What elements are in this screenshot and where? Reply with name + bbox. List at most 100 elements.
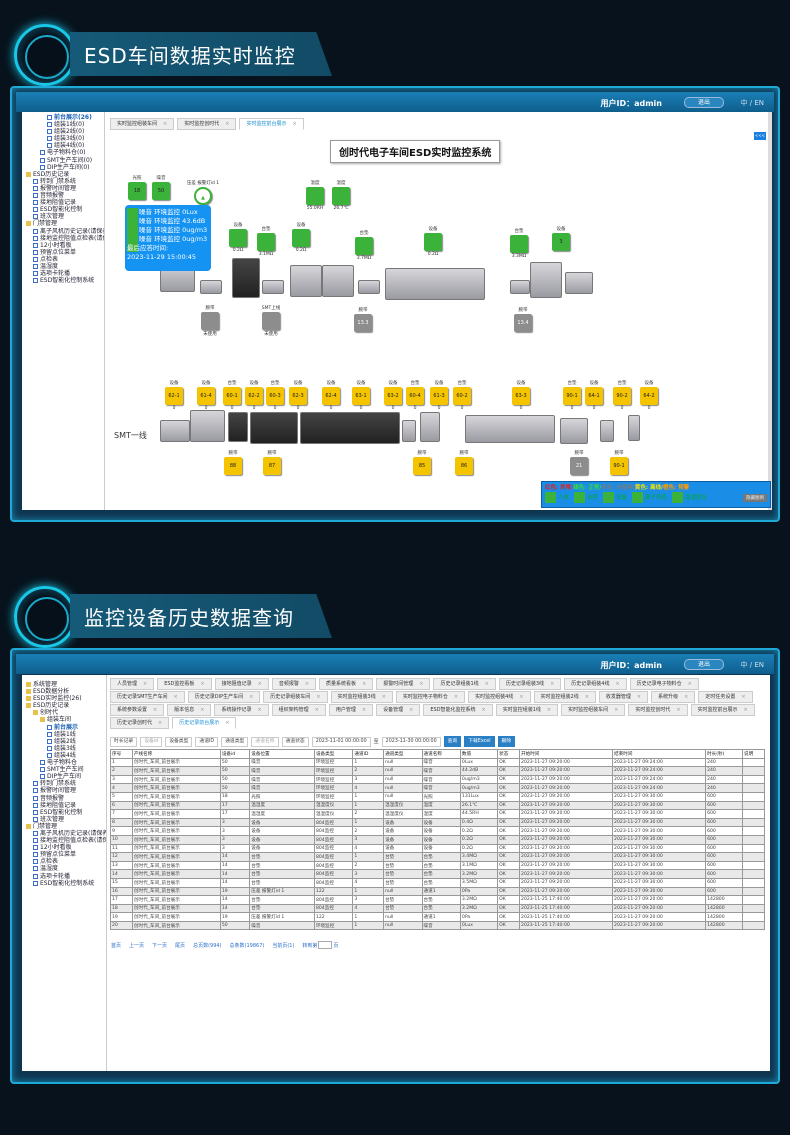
sidebar-item[interactable]: 门禁管理: [26, 220, 104, 227]
close-icon[interactable]: ×: [409, 707, 414, 713]
close-icon[interactable]: ×: [687, 681, 692, 687]
sidebar-item[interactable]: 报警时间管理: [26, 787, 106, 794]
sidebar-item[interactable]: ESD数据分析: [26, 688, 106, 695]
sidebar-item[interactable]: 组装4线(0): [26, 142, 104, 149]
close-icon[interactable]: ×: [743, 707, 748, 713]
sidebar-item[interactable]: 组装3线: [26, 745, 106, 752]
column-header[interactable]: 通道ID: [352, 749, 385, 759]
device-status-tile[interactable]: 87: [263, 457, 281, 475]
device-type-select[interactable]: 设备类型: [165, 736, 193, 747]
start-date-input[interactable]: 2023-11-01 00:00:00: [311, 736, 371, 747]
tab[interactable]: 实时监控前台展示×: [239, 118, 304, 130]
sidebar-item[interactable]: ESD实时监控(26): [26, 695, 106, 702]
device-tile[interactable]: SMT上线未使用: [259, 305, 283, 337]
sidebar-item[interactable]: 12小时看板: [26, 242, 104, 249]
tab[interactable]: 历史记录组装车间×: [263, 691, 328, 703]
column-header[interactable]: 状态: [497, 749, 521, 759]
sidebar-item[interactable]: 接地阻值记录: [26, 199, 104, 206]
close-icon[interactable]: ×: [519, 694, 524, 700]
close-icon[interactable]: ×: [361, 707, 367, 713]
column-header[interactable]: 通道名称: [421, 749, 461, 759]
sidebar-item[interactable]: ESD智能化控制系统: [26, 880, 106, 887]
device-status-tile[interactable]: 90-1: [610, 457, 628, 475]
sidebar-item[interactable]: 温湿度: [26, 865, 106, 872]
close-icon[interactable]: ×: [163, 121, 168, 127]
close-icon[interactable]: ×: [636, 694, 642, 700]
close-icon[interactable]: ×: [481, 707, 486, 713]
sidebar-item[interactable]: 预留点位菜单: [26, 249, 104, 256]
sidebar-item[interactable]: DIP生产车间: [26, 773, 106, 780]
tab[interactable]: 历史记录DIP生产车间×: [187, 691, 261, 703]
collapse-button[interactable]: <<<: [754, 132, 766, 140]
device-status-tile[interactable]: [355, 237, 373, 255]
channel-name-input[interactable]: 通道名称: [251, 736, 279, 747]
sidebar-item[interactable]: 前台展示: [26, 724, 106, 731]
column-header[interactable]: 说明: [741, 749, 766, 759]
tab[interactable]: 实时监控创时代×: [628, 704, 688, 716]
sidebar-item[interactable]: ESD历史记录: [26, 171, 104, 178]
close-icon[interactable]: ×: [314, 707, 319, 713]
close-icon[interactable]: ×: [676, 707, 681, 713]
close-icon[interactable]: ×: [200, 707, 205, 713]
device-status-tile[interactable]: 50: [152, 182, 170, 200]
device-status-tile[interactable]: 3: [552, 233, 570, 251]
tab[interactable]: 系统参数设置×: [110, 704, 165, 716]
tab[interactable]: 历史记录前台展示×: [172, 717, 237, 729]
tab[interactable]: 历史记录组装3线×: [498, 678, 562, 690]
close-icon[interactable]: ×: [484, 681, 489, 687]
sidebar-item[interactable]: 报警时间管理: [26, 185, 104, 192]
tab[interactable]: 历史记录组装4线×: [564, 678, 627, 690]
column-header[interactable]: 时长(秒): [705, 749, 743, 759]
sidebar-item[interactable]: 点检表: [26, 858, 106, 865]
close-icon[interactable]: ×: [143, 681, 148, 687]
sidebar-item[interactable]: 12小时看板: [26, 844, 106, 851]
close-icon[interactable]: ×: [550, 681, 555, 687]
sidebar-item[interactable]: 点检表: [26, 256, 104, 263]
close-icon[interactable]: ×: [614, 707, 619, 713]
next-page-link[interactable]: 下一页: [152, 942, 168, 949]
close-icon[interactable]: ×: [225, 720, 230, 726]
sidebar-item[interactable]: 音频报警: [26, 192, 104, 199]
sidebar-item[interactable]: 系统管理: [26, 681, 106, 688]
close-icon[interactable]: ×: [158, 720, 163, 726]
close-icon[interactable]: ×: [173, 694, 178, 700]
last-page-link[interactable]: 尾页: [175, 942, 186, 949]
tab[interactable]: 实时监控组装1线×: [495, 704, 559, 716]
logout-button[interactable]: 退出: [684, 659, 724, 670]
end-date-input[interactable]: 2023-11-30 00:00:00: [381, 736, 441, 747]
device-status-tile[interactable]: [257, 233, 275, 251]
tab[interactable]: 实时监控组装4线×: [468, 691, 531, 703]
sidebar-item[interactable]: 温湿度: [26, 263, 104, 270]
language-switch[interactable]: 中 / EN: [740, 99, 764, 107]
device-tile[interactable]: 腕带未使用: [198, 305, 222, 337]
sidebar-item[interactable]: SMT生产车间: [26, 766, 106, 773]
tab[interactable]: ESD智能化监控系统×: [423, 704, 493, 716]
sidebar-item[interactable]: ESD智能化控制: [26, 206, 104, 213]
sidebar-item[interactable]: 组装4线: [26, 752, 106, 759]
close-icon[interactable]: ×: [684, 694, 689, 700]
sidebar-item[interactable]: 班次管理: [26, 816, 106, 823]
close-icon[interactable]: ×: [615, 681, 620, 687]
tab[interactable]: 接地阻值记录×: [214, 678, 269, 690]
close-icon[interactable]: ×: [225, 121, 230, 127]
